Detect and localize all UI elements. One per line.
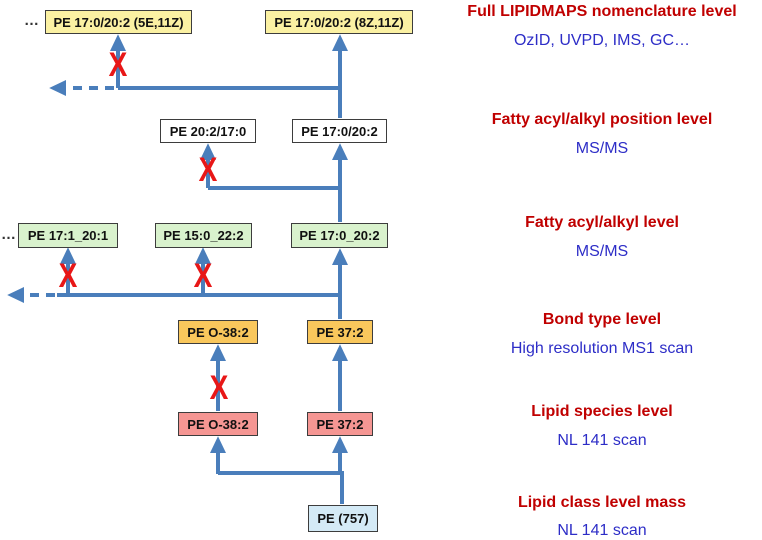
rejected-x-icon: X xyxy=(198,149,218,189)
node-full-8z11z: PE 17:0/20:2 (8Z,11Z) xyxy=(265,10,413,34)
level-title-acyl-position: Fatty acyl/alkyl position level xyxy=(491,111,713,128)
node-class-757: PE (757) xyxy=(308,505,378,532)
level-title-class-mass: Lipid class level mass xyxy=(517,494,687,511)
node-bond-372: PE 37:2 xyxy=(307,320,373,344)
node-acyl-170-202: PE 17:0_20:2 xyxy=(291,223,388,248)
level-method-acyl: MS/MS xyxy=(575,243,629,260)
node-full-5e11z: PE 17:0/20:2 (5E,11Z) xyxy=(45,10,192,34)
node-acyl-150-222: PE 15:0_22:2 xyxy=(155,223,252,248)
node-acyl-171-201: PE 17:1_20:1 xyxy=(18,223,118,248)
level-method-acyl-position: MS/MS xyxy=(575,140,629,157)
level-method-full-nomenclature: OzID, UVPD, IMS, GC… xyxy=(513,32,690,49)
ellipsis-full-row: … xyxy=(24,12,39,29)
ellipsis-acyl-row: … xyxy=(1,226,16,243)
line-class-to-species xyxy=(218,471,344,504)
node-species-o-382: PE O-38:2 xyxy=(178,412,258,436)
level-method-bond-type: High resolution MS1 scan xyxy=(510,340,694,357)
rejected-x-icon: X xyxy=(193,255,213,295)
node-pos-170-202: PE 17:0/20:2 xyxy=(292,119,387,143)
level-title-full-nomenclature: Full LIPIDMAPS nomenclature level xyxy=(467,3,737,20)
level-method-class-mass: NL 141 scan xyxy=(557,522,647,539)
level-method-species: NL 141 scan xyxy=(557,432,647,449)
level-title-bond-type: Bond type level xyxy=(542,311,662,328)
node-species-372: PE 37:2 xyxy=(307,412,373,436)
rejected-x-icon: X xyxy=(108,44,128,84)
level-title-species: Lipid species level xyxy=(531,403,673,420)
node-pos-202-170: PE 20:2/17:0 xyxy=(160,119,256,143)
rejected-x-icon: X xyxy=(58,255,78,295)
level-title-acyl: Fatty acyl/alkyl level xyxy=(525,214,679,231)
rejected-x-icon: X xyxy=(209,367,229,407)
node-bond-o-382: PE O-38:2 xyxy=(178,320,258,344)
